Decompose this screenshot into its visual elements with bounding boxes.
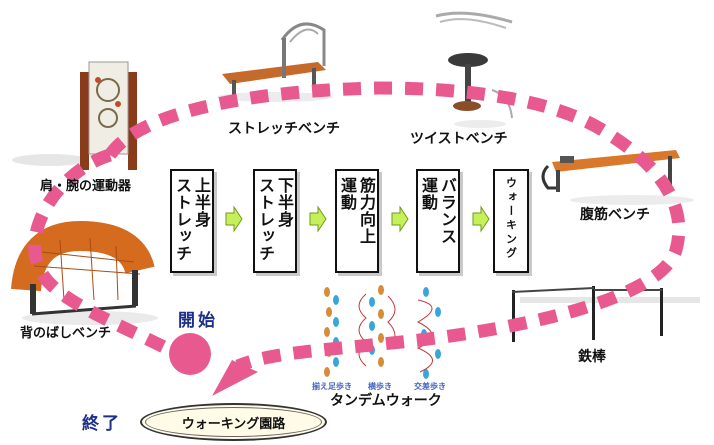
step-text: 筋力向上 — [357, 177, 376, 245]
stretch-bench-illustration — [217, 22, 333, 102]
step-box-lower-body: 下半身 ストレッチ — [253, 169, 297, 273]
flow-arrow — [309, 205, 327, 233]
step-text: ウォーキング — [504, 177, 518, 261]
flow-arrow — [391, 205, 409, 233]
label-horizontal-bar: 鉄棒 — [578, 349, 606, 365]
step-box-balance: バランス 運動 — [416, 169, 460, 273]
walking-path-label: ウォーキング園路 — [145, 407, 322, 437]
label-twist-bench: ツイストベンチ — [410, 131, 508, 147]
step-box-walking: ウォーキング — [493, 169, 529, 273]
start-label: 開始 — [178, 311, 218, 331]
label-shoulder-arm: 肩・腕の運動器 — [40, 179, 132, 194]
step-box-strength: 筋力向上 運動 — [335, 169, 379, 273]
finish-arrow-icon — [212, 360, 258, 396]
walking-path-oval: ウォーキング園路 — [140, 403, 327, 441]
step-text: ストレッチ — [173, 177, 192, 262]
label-back-stretch-bench: 背のばしベンチ — [20, 326, 112, 341]
tandem-step-label: 交差歩き — [414, 382, 446, 391]
label-ab-bench: 腹筋ベンチ — [580, 207, 650, 223]
step-text: ストレッチ — [256, 177, 275, 262]
step-text: 運動 — [338, 177, 357, 211]
label-stretch-bench: ストレッチベンチ — [228, 121, 340, 137]
tandem-step-label: 横歩き — [368, 382, 392, 391]
step-text: 上半身 — [192, 177, 211, 228]
step-text: 運動 — [419, 177, 438, 211]
step-box-upper-body: 上半身 ストレッチ — [170, 169, 214, 273]
step-text: 下半身 — [275, 177, 294, 228]
tandem-step-label: 揃え足歩き — [312, 382, 352, 391]
flow-arrow — [472, 205, 490, 233]
shoulder-arm-equipment-illustration — [12, 61, 137, 170]
flow-arrow — [225, 205, 243, 233]
label-tandem-walk: タンデムウォーク — [330, 393, 442, 409]
start-marker-icon — [169, 333, 211, 375]
step-text: バランス — [438, 177, 457, 245]
ab-bench-illustration — [541, 150, 694, 205]
end-label: 終了 — [82, 414, 122, 434]
flow-arrows — [225, 205, 490, 233]
